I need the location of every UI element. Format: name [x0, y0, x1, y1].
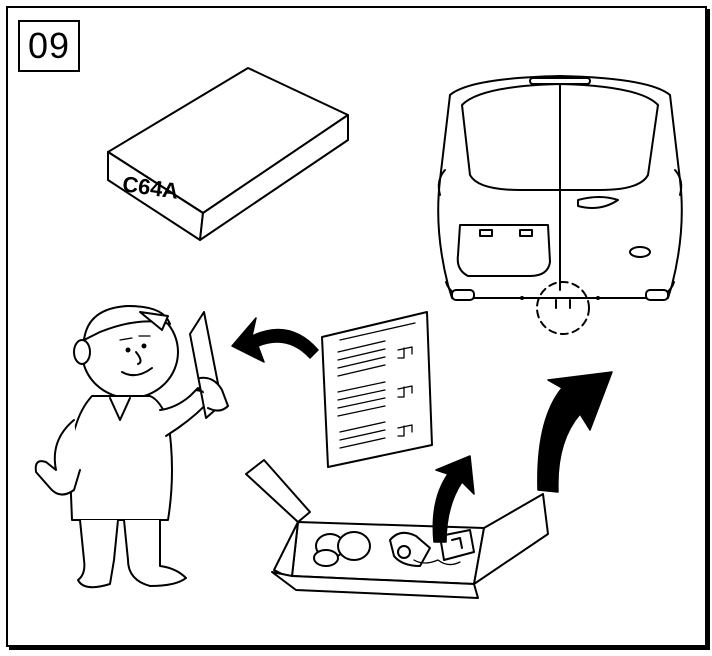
open-kit-box-icon: [246, 460, 548, 598]
arrow-icon: [232, 318, 318, 362]
instruction-sheet-icon: [322, 312, 432, 467]
van-rear-icon: [438, 76, 682, 334]
technician-icon: [36, 306, 228, 587]
arrow-icon: [538, 372, 612, 492]
parts-box-icon: C64A: [108, 68, 348, 240]
